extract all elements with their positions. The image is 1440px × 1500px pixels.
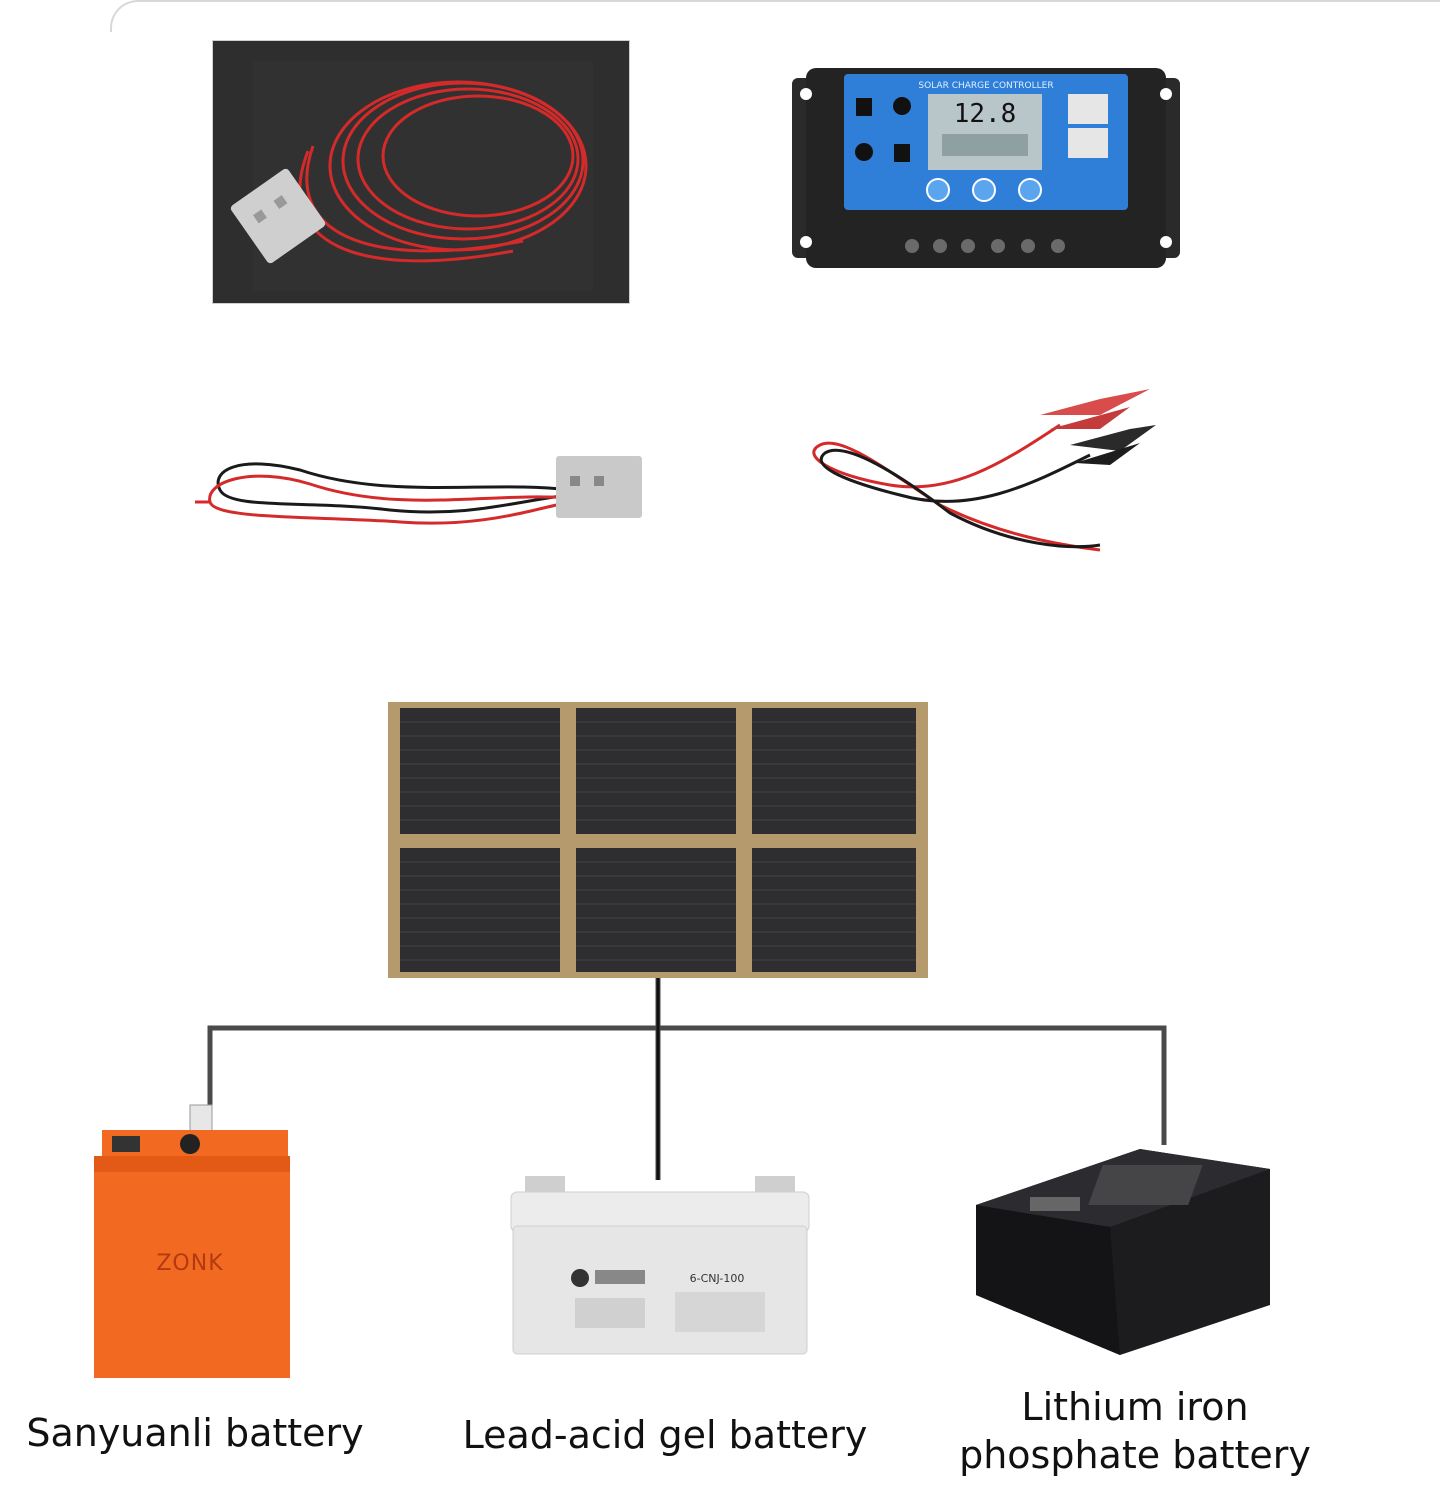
- extension-cable-photo: [212, 40, 630, 304]
- controller-header-text: SOLAR CHARGE CONTROLLER: [918, 81, 1053, 91]
- solar-charge-controller: SOLAR CHARGE CONTROLLER 12.8: [792, 64, 1180, 272]
- battery-model-text: 6-CNJ-100: [690, 1272, 745, 1285]
- alligator-clip-cable: [800, 385, 1160, 565]
- anderson-connector-icon: [556, 456, 642, 518]
- lead-acid-gel-battery-image: 6-CNJ-100: [505, 1172, 815, 1358]
- alligator-clip-icon: [1040, 389, 1150, 429]
- lithium-iron-phosphate-battery-image: [970, 1145, 1275, 1360]
- sanyuanli-battery-image: ZONK: [90, 1100, 300, 1380]
- alligator-clip-icon: [1070, 425, 1156, 465]
- lcd-reading: 12.8: [954, 99, 1017, 129]
- zonk-brand-text: ZONK: [156, 1251, 223, 1276]
- lithium-iron-phosphate-battery-label: Lithium iron phosphate battery: [959, 1385, 1311, 1477]
- anderson-connector-icon: [230, 168, 326, 264]
- solar-panel: [388, 702, 928, 978]
- connector-cable: [190, 430, 650, 540]
- sanyuanli-battery-label: Sanyuanli battery: [26, 1411, 364, 1455]
- lead-acid-gel-battery-label: Lead-acid gel battery: [462, 1413, 868, 1457]
